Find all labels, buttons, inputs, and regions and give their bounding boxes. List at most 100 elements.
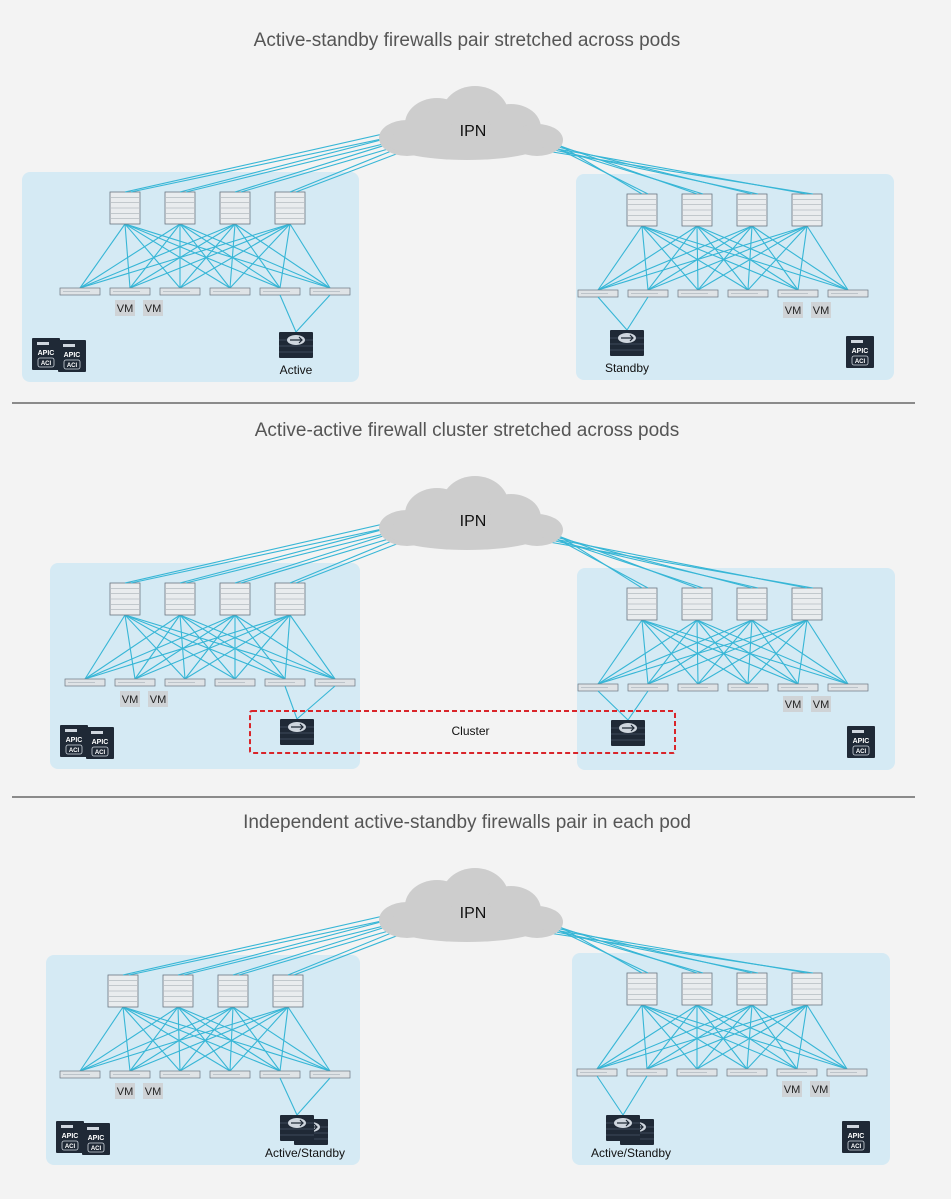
leaf-switch-5 [777,683,819,692]
vm-label: VM [784,1084,801,1096]
spine-switch-2 [162,974,194,1008]
apic-label: APIC [66,737,83,744]
spine-leaf-links [596,1004,848,1070]
aci-label: ACI [851,1144,862,1150]
leaf-switch-5 [259,287,301,296]
apic-controller-icon: APIC ACI [56,1121,84,1153]
leaf-switch-6 [827,289,869,298]
spine-switch-3 [219,191,251,225]
spine-switch-2 [681,193,713,227]
aci-label: ACI [67,363,78,369]
leaf-switch-4 [209,287,251,296]
spine-switch-1 [626,193,658,227]
spine-leaf-links [597,225,849,291]
leaf-switch-5 [776,1068,818,1077]
firewall-icon [611,720,645,746]
aci-label: ACI [65,1144,76,1150]
firewall-role-label: Active/Standby [591,1146,671,1160]
apic-label: APIC [64,352,81,359]
spine-switch-1 [626,587,658,621]
section-title: Active-active firewall cluster stretched… [255,420,680,441]
firewall-icon [280,1115,314,1141]
vm-label: VM [145,303,162,315]
ipn-uplinks [508,131,814,195]
cluster-label: Cluster [451,724,489,738]
leaf-switch-4 [214,678,256,687]
leaf-switch-6 [309,287,351,296]
firewall-links [597,690,649,721]
vm-label: VM [117,303,134,315]
aci-label: ACI [856,749,867,755]
spine-switch-4 [791,972,823,1006]
leaf-switch-5 [264,678,306,687]
leaf-switch-1 [577,683,619,692]
vm-label: VM [122,694,139,706]
leaf-switch-3 [164,678,206,687]
leaf-switch-1 [577,289,619,298]
spine-leaf-links [84,614,336,680]
spine-switch-3 [219,582,251,616]
vm-icon: VM [148,691,168,707]
vm-icon: VM [811,302,831,318]
vm-icon: VM [811,696,831,712]
leaf-switch-2 [109,287,151,296]
section-2: Active-active firewall cluster stretched… [255,420,680,441]
ipn-label: IPN [460,905,487,922]
firewall-icon [279,332,313,358]
cloud-icon [379,86,563,160]
aci-label: ACI [95,750,106,756]
spine-leaf-links [79,223,331,289]
spine-switch-3 [736,587,768,621]
spine-leaf-links [79,1006,331,1072]
leaf-switch-3 [159,287,201,296]
vm-icon: VM [120,691,140,707]
leaf-switch-2 [109,1070,151,1079]
section-3: Independent active-standby firewalls pai… [243,812,691,833]
firewall-links [279,294,331,333]
spine-switch-3 [217,974,249,1008]
firewall-links [597,296,649,331]
spine-switch-2 [164,582,196,616]
firewall-role-label: Active/Standby [265,1146,345,1160]
apic-label: APIC [62,1133,79,1140]
aci-label: ACI [69,748,80,754]
vm-icon: VM [783,696,803,712]
vm-icon: VM [810,1081,830,1097]
leaf-switch-4 [209,1070,251,1079]
vm-icon: VM [782,1081,802,1097]
firewall-links [596,1075,648,1116]
spine-switch-3 [736,972,768,1006]
leaf-switch-2 [627,683,669,692]
section-1: Active-standby firewalls pair stretched … [254,30,681,51]
leaf-switch-1 [64,678,106,687]
leaf-switch-1 [59,1070,101,1079]
firewall-role-label: Standby [605,361,649,375]
vm-icon: VM [143,1083,163,1099]
firewall-role-label: Active [280,363,313,377]
leaf-switch-3 [677,683,719,692]
cloud-icon [379,868,563,942]
leaf-switch-3 [676,1068,718,1077]
leaf-switch-6 [827,683,869,692]
cluster-outline [249,710,676,754]
spine-switch-1 [109,582,141,616]
spine-switch-2 [681,972,713,1006]
vm-label: VM [145,1086,162,1098]
firewall-links [284,685,336,720]
aci-label: ACI [91,1146,102,1152]
leaf-switch-5 [777,289,819,298]
spine-switch-2 [164,191,196,225]
leaf-switch-1 [59,287,101,296]
firewall-icon [610,330,644,356]
leaf-switch-6 [826,1068,868,1077]
